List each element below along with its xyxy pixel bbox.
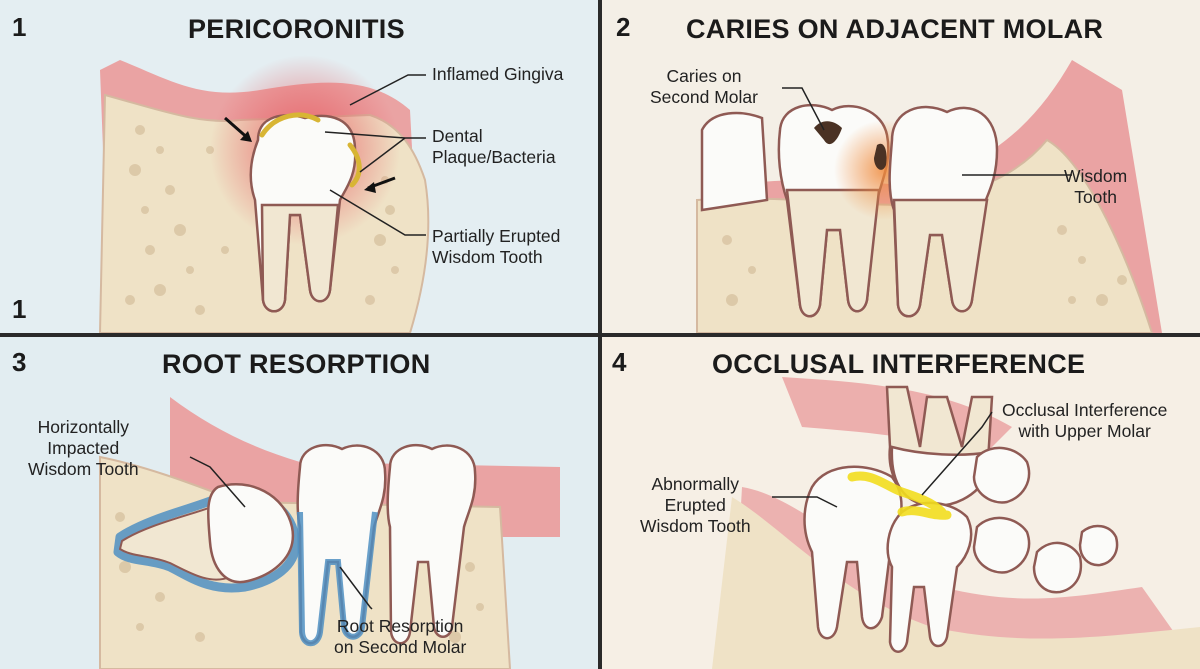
leader-caries [782, 87, 825, 131]
panel-title: CARIES ON ADJACENT MOLAR [686, 14, 1104, 44]
panel-number: 2 [616, 12, 631, 42]
arrow-right-head [364, 182, 376, 193]
label-occlusal-interference: Occlusal Interference with Upper Molar [1002, 400, 1168, 441]
wisdom-tooth-roots [892, 198, 989, 318]
label-horizontally-impacted: Horizontally Impacted Wisdom Tooth [28, 417, 139, 479]
interference-contact [847, 471, 952, 520]
panel-title: PERICORONITIS [188, 14, 405, 44]
panel-number: 1 [12, 12, 27, 42]
arrow-left-head [240, 131, 252, 142]
label-caries-second-molar: Caries on Second Molar [650, 66, 758, 107]
panel-root-resorption: 3 ROOT RESORPTION Horizontally Impacted … [0, 337, 598, 669]
label-dental-plaque: Dental Plaque/Bacteria [432, 126, 556, 167]
label-root-resorption: Root Resorption on Second Molar [334, 616, 467, 657]
lower-molar [886, 501, 973, 653]
first-molar [386, 443, 477, 645]
second-molar-roots [785, 188, 881, 318]
leader-plaque-b [359, 137, 406, 173]
caries-illustration [696, 60, 1162, 333]
caries-lesion-side [874, 143, 887, 170]
abnormal-wisdom-tooth [803, 465, 903, 640]
leader-erupted [329, 189, 426, 236]
leader-impacted [189, 456, 246, 508]
panel-pericoronitis: 1 PERICORONITIS 1 Inflamed Gingiva Denta… [0, 0, 598, 333]
plaque-deposit [259, 112, 362, 188]
label-inflamed-gingiva: Inflamed Gingiva [432, 64, 564, 84]
occlusal-interference-illustration [712, 377, 1200, 669]
incisor [1078, 524, 1119, 567]
premolar-lower [972, 516, 1031, 574]
root-resorption-illustration [99, 397, 560, 669]
first-molar [700, 111, 769, 212]
panel-number: 3 [12, 347, 27, 377]
canine-lower [1032, 541, 1083, 594]
label-abnormally-erupted: Abnormally Erupted Wisdom Tooth [640, 474, 751, 536]
leader-interference [921, 411, 993, 496]
resorption-outline-wisdom [113, 489, 300, 593]
tooth-root-fill [260, 203, 340, 313]
panel-occlusal-interference: 4 OCCLUSAL INTERFERENCE Occlusal Interfe… [602, 337, 1200, 669]
impacted-wisdom-roots [118, 501, 232, 581]
bone-texture [115, 512, 484, 643]
premolar-upper [972, 446, 1031, 504]
caries-lesion-top [814, 121, 842, 145]
panel-number-secondary: 1 [12, 294, 27, 324]
leader-inflamed [349, 74, 426, 106]
leader-resorption [339, 566, 373, 610]
impacted-wisdom-crown [206, 482, 295, 584]
bone-texture [125, 125, 399, 315]
pericoronitis-illustration [98, 55, 430, 333]
label-partially-erupted: Partially Erupted Wisdom Tooth [432, 226, 561, 267]
panel-caries: 2 CARIES ON ADJACENT MOLAR Caries on Sec… [602, 0, 1200, 333]
panel-number: 4 [612, 347, 627, 377]
panel-title: ROOT RESORPTION [162, 349, 431, 379]
second-molar-resorption [297, 511, 378, 647]
panel-title: OCCLUSAL INTERFERENCE [712, 349, 1086, 379]
label-wisdom-tooth: Wisdom Tooth [1064, 166, 1128, 207]
leader-abnormal [772, 496, 838, 508]
